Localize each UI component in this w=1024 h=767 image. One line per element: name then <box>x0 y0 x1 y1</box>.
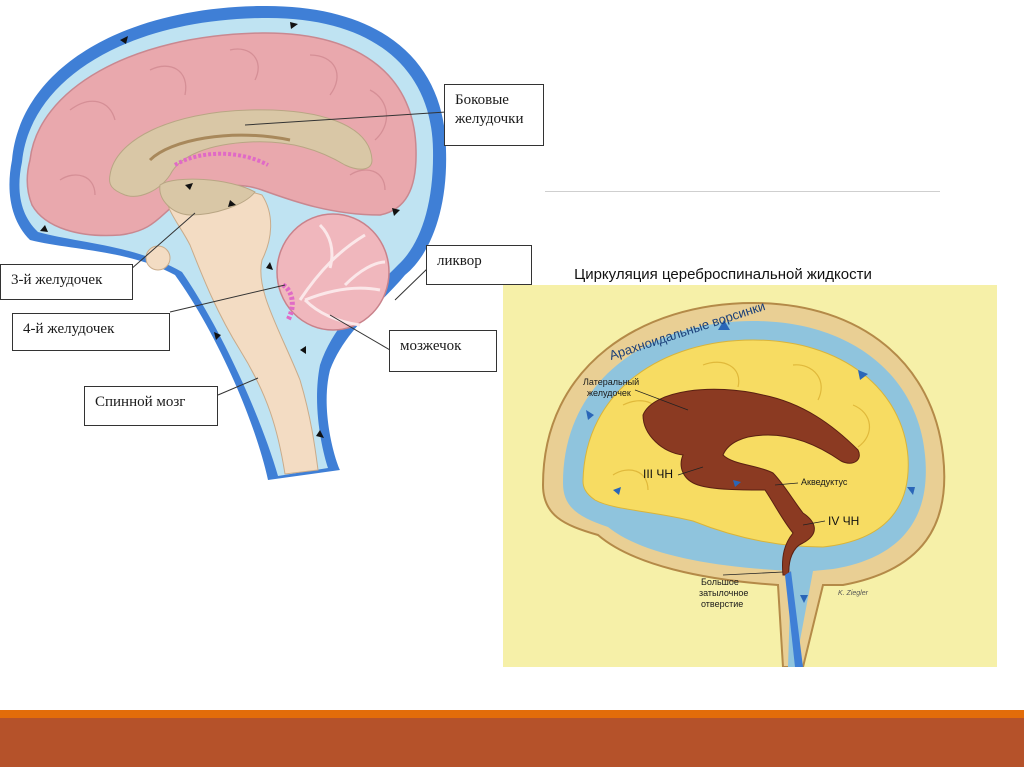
third-ventricle-right-label: III ЧН <box>643 467 673 481</box>
figure-title: Циркуляция цереброспинальной жидкости <box>574 266 872 283</box>
lateral-ventricles-label: Боковые желудочки <box>444 84 544 146</box>
csf-label: ликвор <box>426 245 532 285</box>
fourth-ventricle-right-label: IV ЧН <box>828 514 859 528</box>
foramen-label-3: отверстие <box>701 599 743 609</box>
fourth-ventricle-label: 4-й желудочек <box>12 313 170 351</box>
lateral-ventricle-label-2: желудочек <box>587 388 631 398</box>
pituitary <box>145 245 171 271</box>
flow-arrows-right <box>586 320 915 603</box>
cerebrum-right <box>582 339 909 548</box>
third-ventricle-label: 3-й желудочек <box>0 264 133 300</box>
lateral-ventricle <box>109 109 373 197</box>
cerebellum-label: мозжечок <box>389 330 497 372</box>
cerebellum-shape <box>276 213 390 331</box>
brain-sagittal-diagram <box>9 5 447 481</box>
footer-bar <box>0 718 1024 767</box>
ventricle-system <box>642 388 860 576</box>
aqueduct-label: Акведуктус <box>801 477 848 487</box>
choroid-plexus <box>173 151 269 167</box>
flow-arrows <box>40 22 400 438</box>
footer-accent-line <box>0 710 1024 718</box>
divider-line <box>545 191 940 192</box>
illustrator-signature: K. Ziegler <box>838 590 869 597</box>
foramen-label-1: Большое <box>701 577 739 587</box>
spinal-canal <box>785 571 803 667</box>
csf-circulation-diagram: Арахноидальные ворсинки Латеральный желу… <box>503 285 997 667</box>
lateral-ventricle-label-1: Латеральный <box>583 377 639 387</box>
foramen-label-2: затылочное <box>699 588 748 598</box>
spinal-cord-label: Спинной мозг <box>84 386 218 426</box>
fourth-ventricle <box>281 282 295 322</box>
brainstem-spinal-cord <box>164 186 319 475</box>
